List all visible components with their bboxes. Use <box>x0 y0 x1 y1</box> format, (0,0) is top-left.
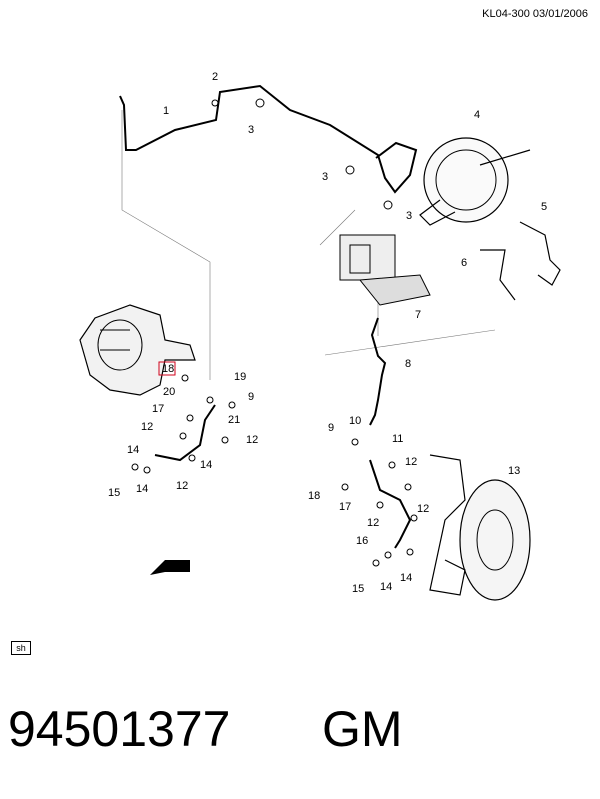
brake-pipe-1 <box>119 84 418 194</box>
sh-badge: sh <box>11 641 31 655</box>
callout-1: 1 <box>163 105 169 117</box>
right-flex-hose <box>369 459 412 549</box>
callout-2: 2 <box>212 71 218 83</box>
pipe-5 <box>519 221 561 286</box>
brake-pipe-8 <box>369 317 387 426</box>
callout-21: 21 <box>228 414 240 426</box>
callout-8: 8 <box>405 358 411 370</box>
callout-18-highlight-box <box>158 361 176 376</box>
callout-15b: 15 <box>352 583 364 595</box>
callout-14a: 14 <box>127 444 139 456</box>
callout-14c: 14 <box>380 581 392 593</box>
callout-15a: 15 <box>108 487 120 499</box>
brand-name: GM <box>322 701 403 757</box>
callout-20: 20 <box>163 386 175 398</box>
left-flex-hose <box>154 404 216 462</box>
callout-16: 16 <box>356 535 368 547</box>
brake-booster <box>423 137 509 223</box>
abs-modulator-unit <box>339 234 431 306</box>
left-knuckle-caliper <box>79 304 196 396</box>
callout-4: 4 <box>474 109 480 121</box>
callout-14d: 14 <box>400 572 412 584</box>
callout-6: 6 <box>461 257 467 269</box>
callout-3a: 3 <box>248 124 254 136</box>
callout-12b: 12 <box>246 434 258 446</box>
front-arrow-icon <box>150 560 190 575</box>
callout-12f: 12 <box>367 517 379 529</box>
brake-line-diagram: 1 2 3 3 3 4 5 6 7 8 9 9 10 11 12 12 12 1… <box>79 71 561 601</box>
callout-3c: 3 <box>406 210 412 222</box>
callout-12d: 12 <box>405 456 417 468</box>
part-number: 94501377 <box>8 701 231 757</box>
fasteners <box>131 98 418 567</box>
callout-5: 5 <box>541 201 547 213</box>
callout-3b: 3 <box>322 171 328 183</box>
callout-14e: 14 <box>200 459 212 471</box>
document-code: KL04-300 03/01/2006 <box>482 8 588 20</box>
leader-lines <box>121 110 496 380</box>
right-disc-hub <box>429 454 531 601</box>
callout-12e: 12 <box>417 503 429 515</box>
callout-17b: 17 <box>339 501 351 513</box>
callout-10: 10 <box>349 415 361 427</box>
pipe-6 <box>480 249 516 301</box>
callout-12a: 12 <box>141 421 153 433</box>
callout-13: 13 <box>508 465 520 477</box>
front-marker-label: FRT <box>170 563 188 573</box>
callout-9b: 9 <box>328 422 334 434</box>
callout-7: 7 <box>415 309 421 321</box>
callout-11: 11 <box>392 433 403 445</box>
callout-9a: 9 <box>248 391 254 403</box>
callout-17a: 17 <box>152 403 164 415</box>
callout-14b: 14 <box>136 483 148 495</box>
callout-19: 19 <box>234 371 246 383</box>
callout-18b: 18 <box>308 490 320 502</box>
callout-12c: 12 <box>176 480 188 492</box>
callout-18a: 18 <box>162 363 174 375</box>
